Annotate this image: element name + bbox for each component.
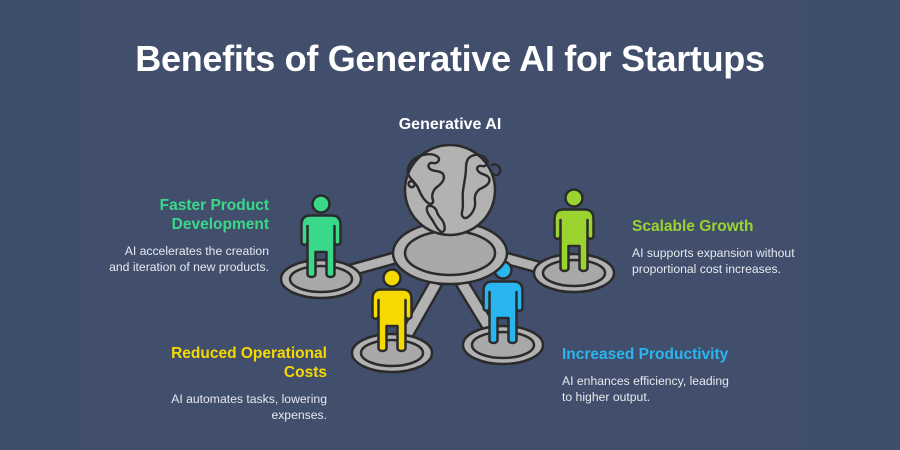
node-faster-product-development: Faster Product Development AI accelerate… xyxy=(107,196,269,275)
platform-reduced-operational-costs xyxy=(350,332,434,374)
node-increased-productivity: Increased Productivity AI enhances effic… xyxy=(562,345,738,405)
node-title-scalable-growth: Scalable Growth xyxy=(632,218,754,235)
node-title-increased-productivity: Increased Productivity xyxy=(562,346,729,363)
page-title: Benefits of Generative AI for Startups xyxy=(135,38,765,79)
node-scalable-growth: Scalable Growth AI supports expansion wi… xyxy=(632,217,802,277)
node-description-reduced-operational-costs: AI automates tasks, lowering expenses. xyxy=(171,392,327,422)
hub-label: Generative AI xyxy=(398,116,502,133)
platform-increased-productivity xyxy=(461,324,545,366)
node-title-reduced-operational-costs: Reduced Operational Costs xyxy=(171,345,327,381)
hub-platform xyxy=(391,220,509,286)
platform-scalable-growth xyxy=(532,252,616,294)
node-description-scalable-growth: AI supports expansion without proportion… xyxy=(632,246,795,276)
node-reduced-operational-costs: Reduced Operational Costs AI automates t… xyxy=(163,344,327,423)
platform-faster-product-development xyxy=(279,258,363,300)
node-description-increased-productivity: AI enhances efficiency, leading to highe… xyxy=(562,374,729,404)
node-platforms xyxy=(279,252,616,374)
node-description-faster-product-development: AI accelerates the creation and iteratio… xyxy=(109,244,269,274)
globe-icon xyxy=(403,143,502,237)
node-title-faster-product-development: Faster Product Development xyxy=(159,197,269,233)
